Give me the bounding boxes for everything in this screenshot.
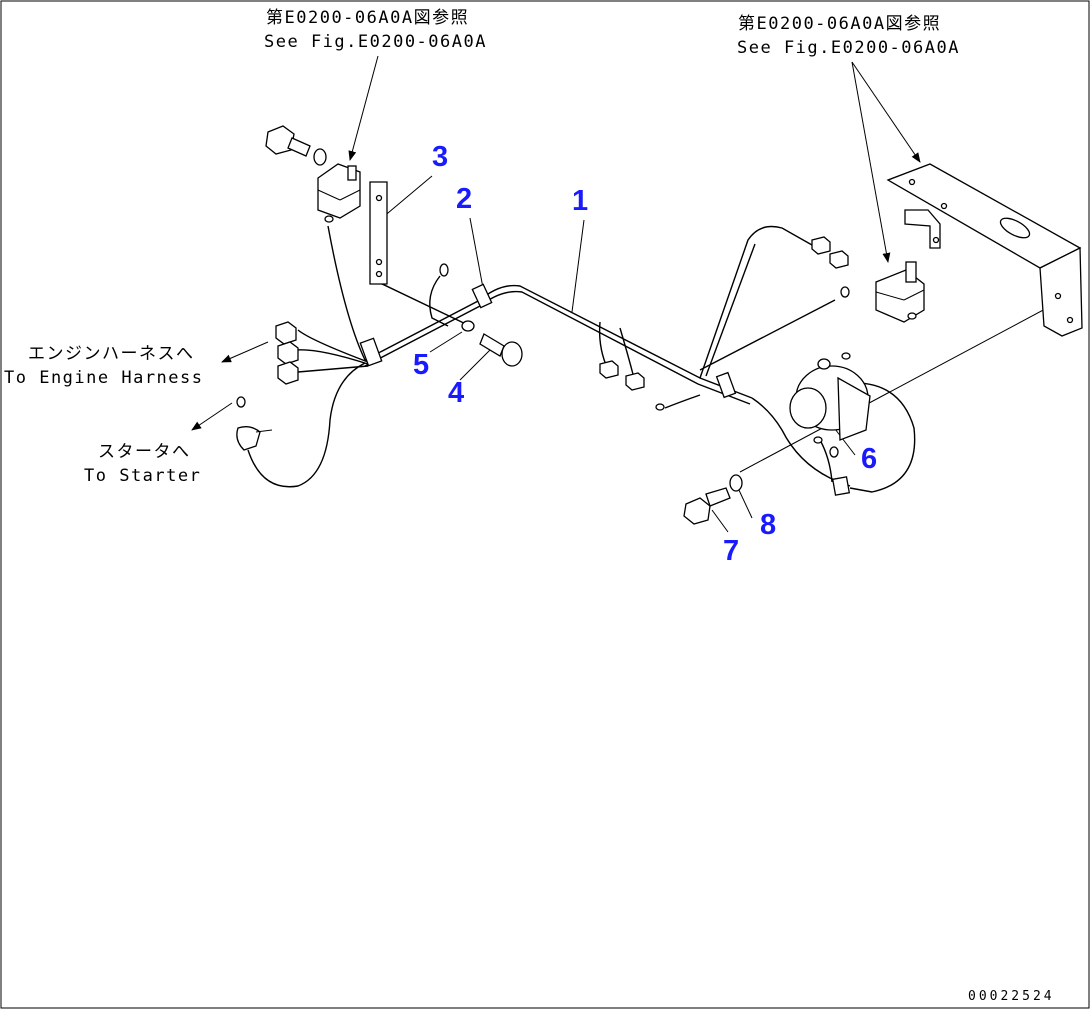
upper-right-connectors xyxy=(811,236,850,298)
callout-1: 1 xyxy=(572,185,589,217)
document-number: 00022524 xyxy=(968,989,1055,1004)
callout-5: 5 xyxy=(413,349,430,381)
relay-right xyxy=(875,261,925,323)
reference-left-en: See Fig.E0200-06A0A xyxy=(264,32,487,52)
callout-4: 4 xyxy=(448,377,465,409)
callout-3: 3 xyxy=(432,141,449,173)
mounting-bracket xyxy=(886,163,1083,337)
engine-harness-en: To Engine Harness xyxy=(4,368,204,388)
motor-assembly xyxy=(789,352,871,496)
reference-right-en: See Fig.E0200-06A0A xyxy=(737,38,960,58)
callout-8: 8 xyxy=(760,509,777,541)
top-bolt xyxy=(265,125,327,166)
reference-left-jp: 第E0200-06A0A図参照 xyxy=(266,8,470,28)
relay-left xyxy=(317,163,388,285)
starter-jp: スタータへ xyxy=(98,442,191,462)
starter-terminal xyxy=(236,396,273,451)
middle-connectors xyxy=(599,360,737,411)
leader-lines xyxy=(381,175,1063,533)
wire-harness xyxy=(247,225,916,493)
clamp xyxy=(439,263,493,309)
engine-harness-jp: エンジンハーネスへ xyxy=(28,344,195,364)
bolt-washer-lower xyxy=(683,474,743,525)
callout-7: 7 xyxy=(723,535,740,567)
callout-2: 2 xyxy=(456,183,473,215)
callout-6: 6 xyxy=(861,443,878,475)
engine-connectors xyxy=(275,321,383,385)
starter-en: To Starter xyxy=(84,466,202,486)
reference-right-jp: 第E0200-06A0A図参照 xyxy=(738,14,942,34)
reference-arrows xyxy=(191,55,921,431)
bolt-washer-middle xyxy=(461,320,523,367)
